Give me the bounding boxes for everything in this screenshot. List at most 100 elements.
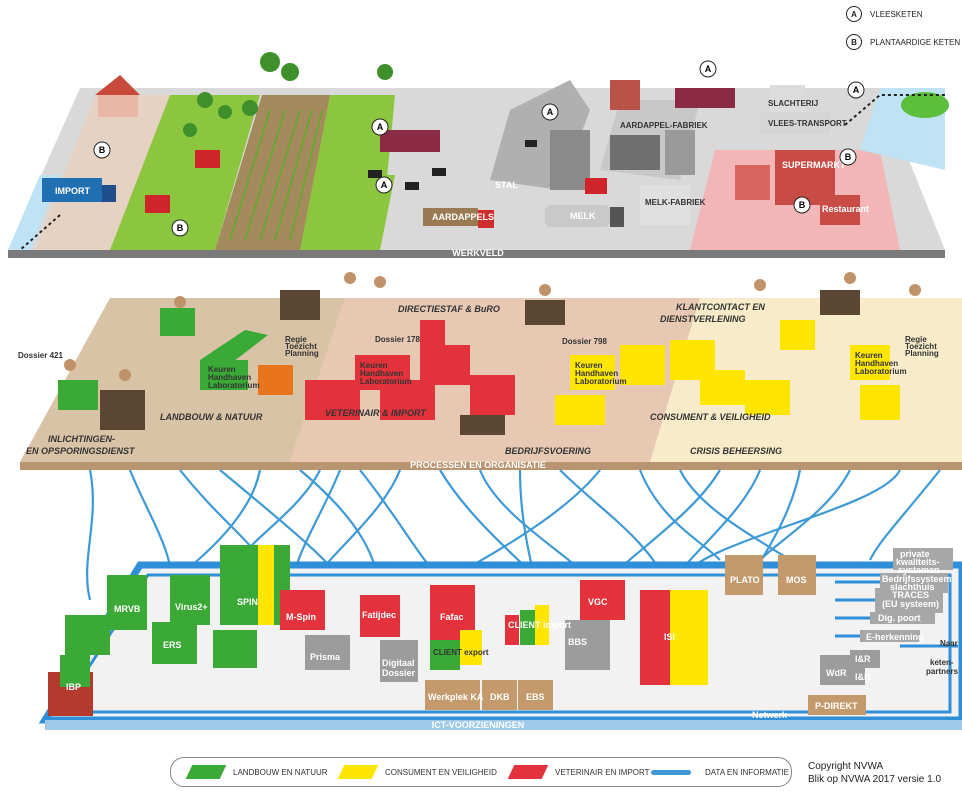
- dept-landbouw: LANDBOUW & NATUUR: [160, 412, 263, 422]
- svg-text:A: A: [853, 85, 860, 95]
- regie-label: Regie: [905, 335, 927, 344]
- label-virus2: Virus2+: [175, 602, 208, 612]
- toezicht-label: Toezicht: [905, 342, 937, 351]
- stack-handhaven: Handhaven: [575, 369, 618, 378]
- label-restaurant: Restaurant: [822, 204, 869, 214]
- label-aardappels: AARDAPPELS: [432, 212, 494, 222]
- label-keten: keten-: [930, 658, 954, 667]
- system-ebs: [518, 680, 553, 710]
- dept-bedrijfsvoering: BEDRIJFSVOERING: [505, 446, 591, 456]
- key-letter-b: B: [846, 34, 862, 50]
- ext-private-2: kwaliteits-: [896, 557, 940, 567]
- legend-item-veterinair: VETERINAIR EN IMPORT: [507, 758, 650, 786]
- label-pdirekt: P-DIREKT: [815, 701, 858, 711]
- layer-label-processen: PROCESSEN EN ORGANISATIE: [410, 460, 546, 470]
- ext-private-1: private: [900, 549, 930, 559]
- ext-dig-poort: Dig. poort: [878, 613, 921, 623]
- toezicht-label: Toezicht: [285, 342, 317, 351]
- label-isi: ISI: [664, 632, 675, 642]
- label-supermarkt: SUPERMARKT: [782, 160, 846, 170]
- label-naar: Naar: [940, 639, 958, 648]
- regie-label: Regie: [285, 335, 307, 344]
- label-wdr: WdR: [826, 668, 847, 678]
- label-digitaal: Digitaal: [382, 658, 415, 668]
- label-ebs: EBS: [526, 692, 545, 702]
- stack-keuren: Keuren: [855, 351, 883, 360]
- legend-swatch-red: [507, 765, 549, 779]
- marker-b: B: [93, 141, 111, 159]
- label-dkb: DKB: [490, 692, 510, 702]
- label-ibp: IBP: [66, 682, 81, 692]
- dept-directiestaf: DIRECTIESTAF & BuRO: [398, 304, 500, 314]
- legend-swatch-yellow: [337, 765, 379, 779]
- system-bbs: [565, 620, 610, 670]
- marker-a: A: [541, 103, 559, 121]
- marker-a: A: [375, 176, 393, 194]
- label-stal: STAL: [495, 180, 518, 190]
- legend-item-consument: CONSUMENT EN VEILIGHEID: [337, 758, 497, 786]
- ext-slachthuis: slachthuis: [890, 582, 935, 592]
- label-aardappelfabriek: AARDAPPEL-FABRIEK: [620, 121, 708, 130]
- dept-inlichtingen-2: EN OPSPORINGSDIENST: [26, 446, 136, 456]
- marker-a: A: [699, 60, 717, 78]
- label-fafac: Fafac: [440, 612, 464, 622]
- label-melk: MELK: [570, 211, 596, 221]
- system-mrvb: [107, 575, 147, 630]
- system-ers: [152, 622, 197, 664]
- system-spin: [220, 545, 260, 625]
- stack-handhaven: Handhaven: [360, 369, 403, 378]
- label-mos: MOS: [786, 575, 807, 585]
- system-ibp: [60, 655, 90, 687]
- version-text: Blik op NVWA 2017 versie 1.0: [808, 774, 942, 785]
- stack-laboratorium: Laboratorium: [360, 377, 412, 386]
- key-label-meat: VLEESKETEN: [870, 9, 923, 19]
- planning-label: Planning: [905, 349, 939, 358]
- svg-text:B: B: [799, 200, 806, 210]
- label-ier-2: I&R: [855, 672, 871, 682]
- system-prisma: [305, 635, 350, 670]
- label-melkfabriek: MELK-FABRIEK: [645, 198, 706, 207]
- ext-eherkenning: E-herkenning: [866, 632, 924, 642]
- label-plato: PLATO: [730, 575, 760, 585]
- dept-consument: CONSUMENT & VEILIGHEID: [650, 412, 771, 422]
- label-bbs: BBS: [568, 637, 587, 647]
- label-dossier: Dossier: [382, 668, 416, 678]
- processen-layer: INLICHTINGEN- EN OPSPORINGSDIENST LANDBO…: [18, 272, 962, 470]
- label-client-import: CLIENT import: [508, 620, 571, 630]
- legend-item-landbouw: LANDBOUW EN NATUUR: [185, 758, 328, 786]
- chain-key: A VLEESKETEN B PLANTAARDIGE KETEN: [846, 6, 960, 62]
- marker-a: A: [371, 118, 389, 136]
- label-vleestransport: VLEES-TRANSPORT: [768, 119, 847, 128]
- label-import: IMPORT: [55, 186, 91, 196]
- label-spin: SPIN: [237, 597, 258, 607]
- stack-laboratorium: Laboratorium: [855, 367, 907, 376]
- label-client-export: CLIENT export: [433, 648, 489, 657]
- legend-swatch-green: [185, 765, 227, 779]
- label-mrvb: MRVB: [114, 604, 141, 614]
- planning-label: Planning: [285, 349, 319, 358]
- system-werkplek-ka: [425, 680, 480, 710]
- stack-handhaven: Handhaven: [208, 373, 251, 382]
- legend-label-consument: CONSUMENT EN VEILIGHEID: [385, 767, 497, 777]
- werkveld-layer: IMPORT AARDAPPELS MELK STAL VLEES-TRANSP…: [8, 52, 949, 258]
- legend-label-landbouw: LANDBOUW EN NATUUR: [233, 767, 328, 777]
- milk-truck: [545, 205, 610, 227]
- key-meat-chain: A VLEESKETEN: [846, 6, 960, 22]
- svg-text:A: A: [377, 122, 384, 132]
- svg-text:B: B: [845, 152, 852, 162]
- system-dkb: [482, 680, 517, 710]
- dept-klantcontact-2: DIENSTVERLENING: [660, 314, 746, 324]
- system-pdirekt: [808, 695, 866, 715]
- label-slachterij: SLACHTERIJ: [768, 99, 818, 108]
- dossier-178: Dossier 178: [375, 335, 420, 344]
- svg-text:B: B: [99, 145, 106, 155]
- label-prisma: Prisma: [310, 652, 341, 662]
- ext-private-3: systemen: [898, 565, 940, 575]
- system-digitaal-dossier: [380, 640, 418, 682]
- import-truck: [42, 178, 116, 202]
- svg-text:A: A: [547, 107, 554, 117]
- ext-traces: TRACES: [892, 590, 929, 600]
- label-werkplek: Werkplek KA: [428, 692, 484, 702]
- stack-keuren: Keuren: [208, 365, 236, 374]
- vleestransport-truck: [760, 112, 830, 134]
